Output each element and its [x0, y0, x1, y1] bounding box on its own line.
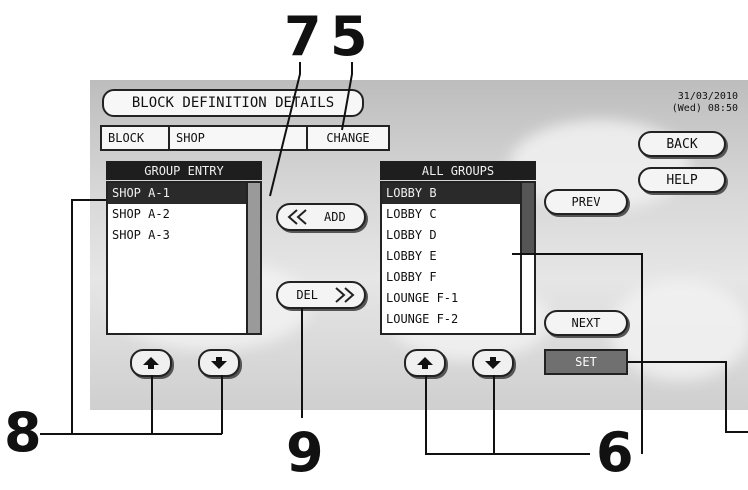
del-button[interactable]: DEL [276, 281, 366, 309]
arrow-up-icon [143, 357, 159, 369]
next-button[interactable]: NEXT [544, 310, 628, 336]
add-button[interactable]: ADD [276, 203, 366, 231]
callout-line-7 [269, 62, 301, 197]
callout-line-6-bar [425, 375, 590, 455]
datetime-display: 31/03/2010 (Wed) 08:50 [636, 91, 738, 115]
group-entry-scrollbar[interactable] [246, 183, 260, 333]
list-item[interactable]: LOBBY C [386, 207, 437, 221]
date-text: 31/03/2010 [677, 91, 738, 102]
list-item[interactable]: LOBBY D [386, 228, 437, 242]
all-groups-down-button[interactable] [472, 349, 514, 377]
help-button[interactable]: HELP [638, 167, 726, 193]
list-item[interactable]: SHOP A-3 [112, 228, 170, 242]
all-groups-header: ALL GROUPS [380, 161, 536, 180]
group-entry-scroll-thumb[interactable] [248, 183, 260, 333]
list-item[interactable]: LOUNGE F-2 [386, 312, 459, 326]
time-text: (Wed) 08:50 [671, 103, 738, 114]
list-item[interactable]: SHOP A-1 [108, 183, 260, 204]
group-entry-header: GROUP ENTRY [106, 161, 262, 180]
callout-line-6-list [512, 253, 643, 454]
callout-8: 8 [4, 401, 42, 464]
all-groups-list[interactable]: LOBBY B LOBBY C LOBBY D LOBBY E LOBBY F LOUNG… [380, 181, 536, 335]
double-chevron-right-icon [335, 287, 355, 303]
all-groups-scroll-thumb[interactable] [522, 183, 534, 255]
all-groups-up-button[interactable] [404, 349, 446, 377]
list-item[interactable]: LOBBY F [386, 270, 437, 284]
list-item[interactable]: LOBBY E [386, 249, 437, 263]
block-bar: BLOCK SHOP CHANGE [100, 125, 390, 151]
all-groups-scrollbar[interactable] [520, 183, 534, 333]
prev-button[interactable]: PREV [544, 189, 628, 215]
callout-9: 9 [286, 421, 324, 484]
all-groups-rows: LOBBY B LOBBY C LOBBY D LOBBY E LOBBY F LOUNG… [382, 183, 534, 330]
callout-7: 7 [284, 5, 322, 68]
arrow-up-icon [417, 357, 433, 369]
list-item[interactable]: LOBBY B [382, 183, 534, 204]
page-title: BLOCK DEFINITION DETAILS [102, 89, 364, 117]
block-label: BLOCK [108, 131, 145, 145]
arrow-down-icon [211, 357, 227, 369]
add-button-label: ADD [324, 210, 346, 224]
double-chevron-left-icon [287, 209, 307, 225]
list-item[interactable]: SHOP A-2 [112, 207, 170, 221]
list-item[interactable]: LOUNGE F-1 [386, 291, 459, 305]
del-button-label: DEL [296, 288, 318, 302]
change-button[interactable]: CHANGE [306, 127, 388, 149]
block-value: SHOP [168, 127, 306, 149]
set-button[interactable]: SET [544, 349, 628, 375]
callout-5: 5 [330, 5, 368, 68]
arrow-down-icon [485, 357, 501, 369]
group-entry-down-button[interactable] [198, 349, 240, 377]
callout-line-5 [341, 62, 353, 131]
callout-6: 6 [596, 421, 634, 484]
back-button[interactable]: BACK [638, 131, 726, 157]
callout-line-8 [40, 199, 106, 435]
callout-line-set [628, 361, 748, 433]
